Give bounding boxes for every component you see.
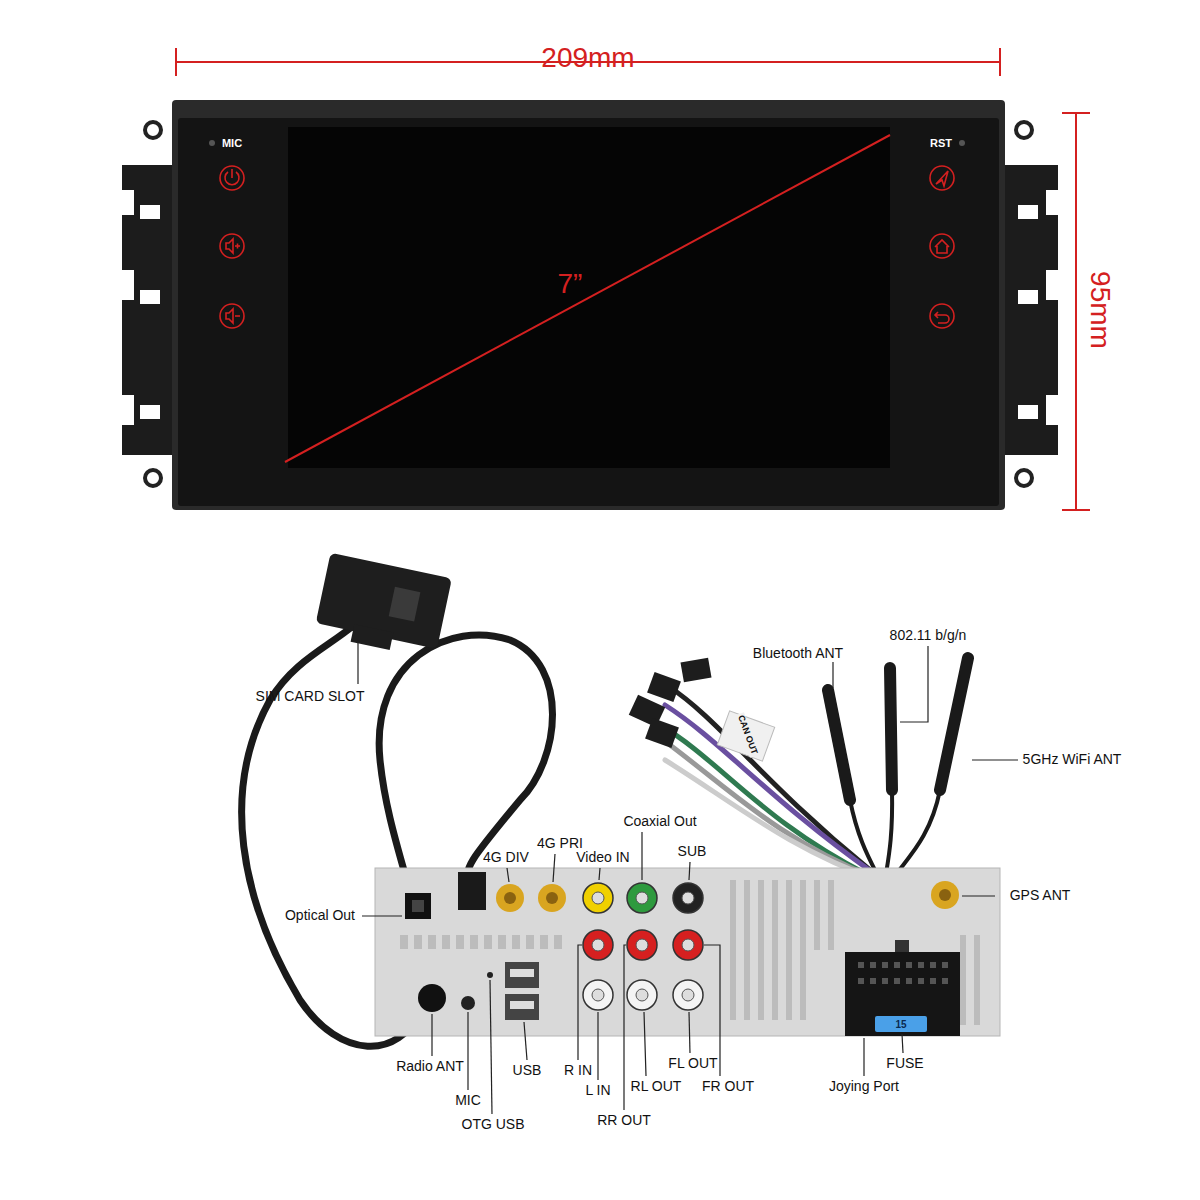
part-label: 802.11 b/g/n (890, 628, 967, 643)
fuse-rating: 15 (895, 1019, 906, 1030)
button-label: RST (930, 137, 952, 149)
dimension-label: 95mm (1085, 271, 1116, 349)
part-label: SIM CARD SLOT (256, 689, 365, 704)
port-label: FL OUT (668, 1056, 717, 1071)
port-label: L IN (585, 1083, 610, 1098)
port-label: SUB (678, 844, 707, 859)
port-label: Coaxial Out (623, 814, 696, 829)
port-label: Video IN (576, 850, 629, 865)
port-label: 4G PRI (537, 836, 583, 851)
part-label: 5GHz WiFi ANT (1023, 752, 1122, 767)
port-label: OTG USB (461, 1117, 524, 1132)
port-label: Joying Port (829, 1079, 899, 1094)
port-label: FUSE (886, 1056, 923, 1071)
screen-size-label: 7” (558, 269, 583, 300)
part-label: Bluetooth ANT (753, 646, 843, 661)
port-label: FR OUT (702, 1079, 754, 1094)
port-label: R IN (564, 1063, 592, 1078)
port-label: GPS ANT (1010, 888, 1071, 903)
button-label: MIC (222, 137, 242, 149)
port-label: USB (513, 1063, 542, 1078)
port-label: RL OUT (631, 1079, 682, 1094)
port-label: RR OUT (597, 1113, 651, 1128)
port-label: MIC (455, 1093, 481, 1108)
port-label: 4G DIV (483, 850, 529, 865)
port-label: Radio ANT (396, 1059, 464, 1074)
port-label: Optical Out (285, 908, 355, 923)
dimension-label: 209mm (541, 43, 634, 74)
